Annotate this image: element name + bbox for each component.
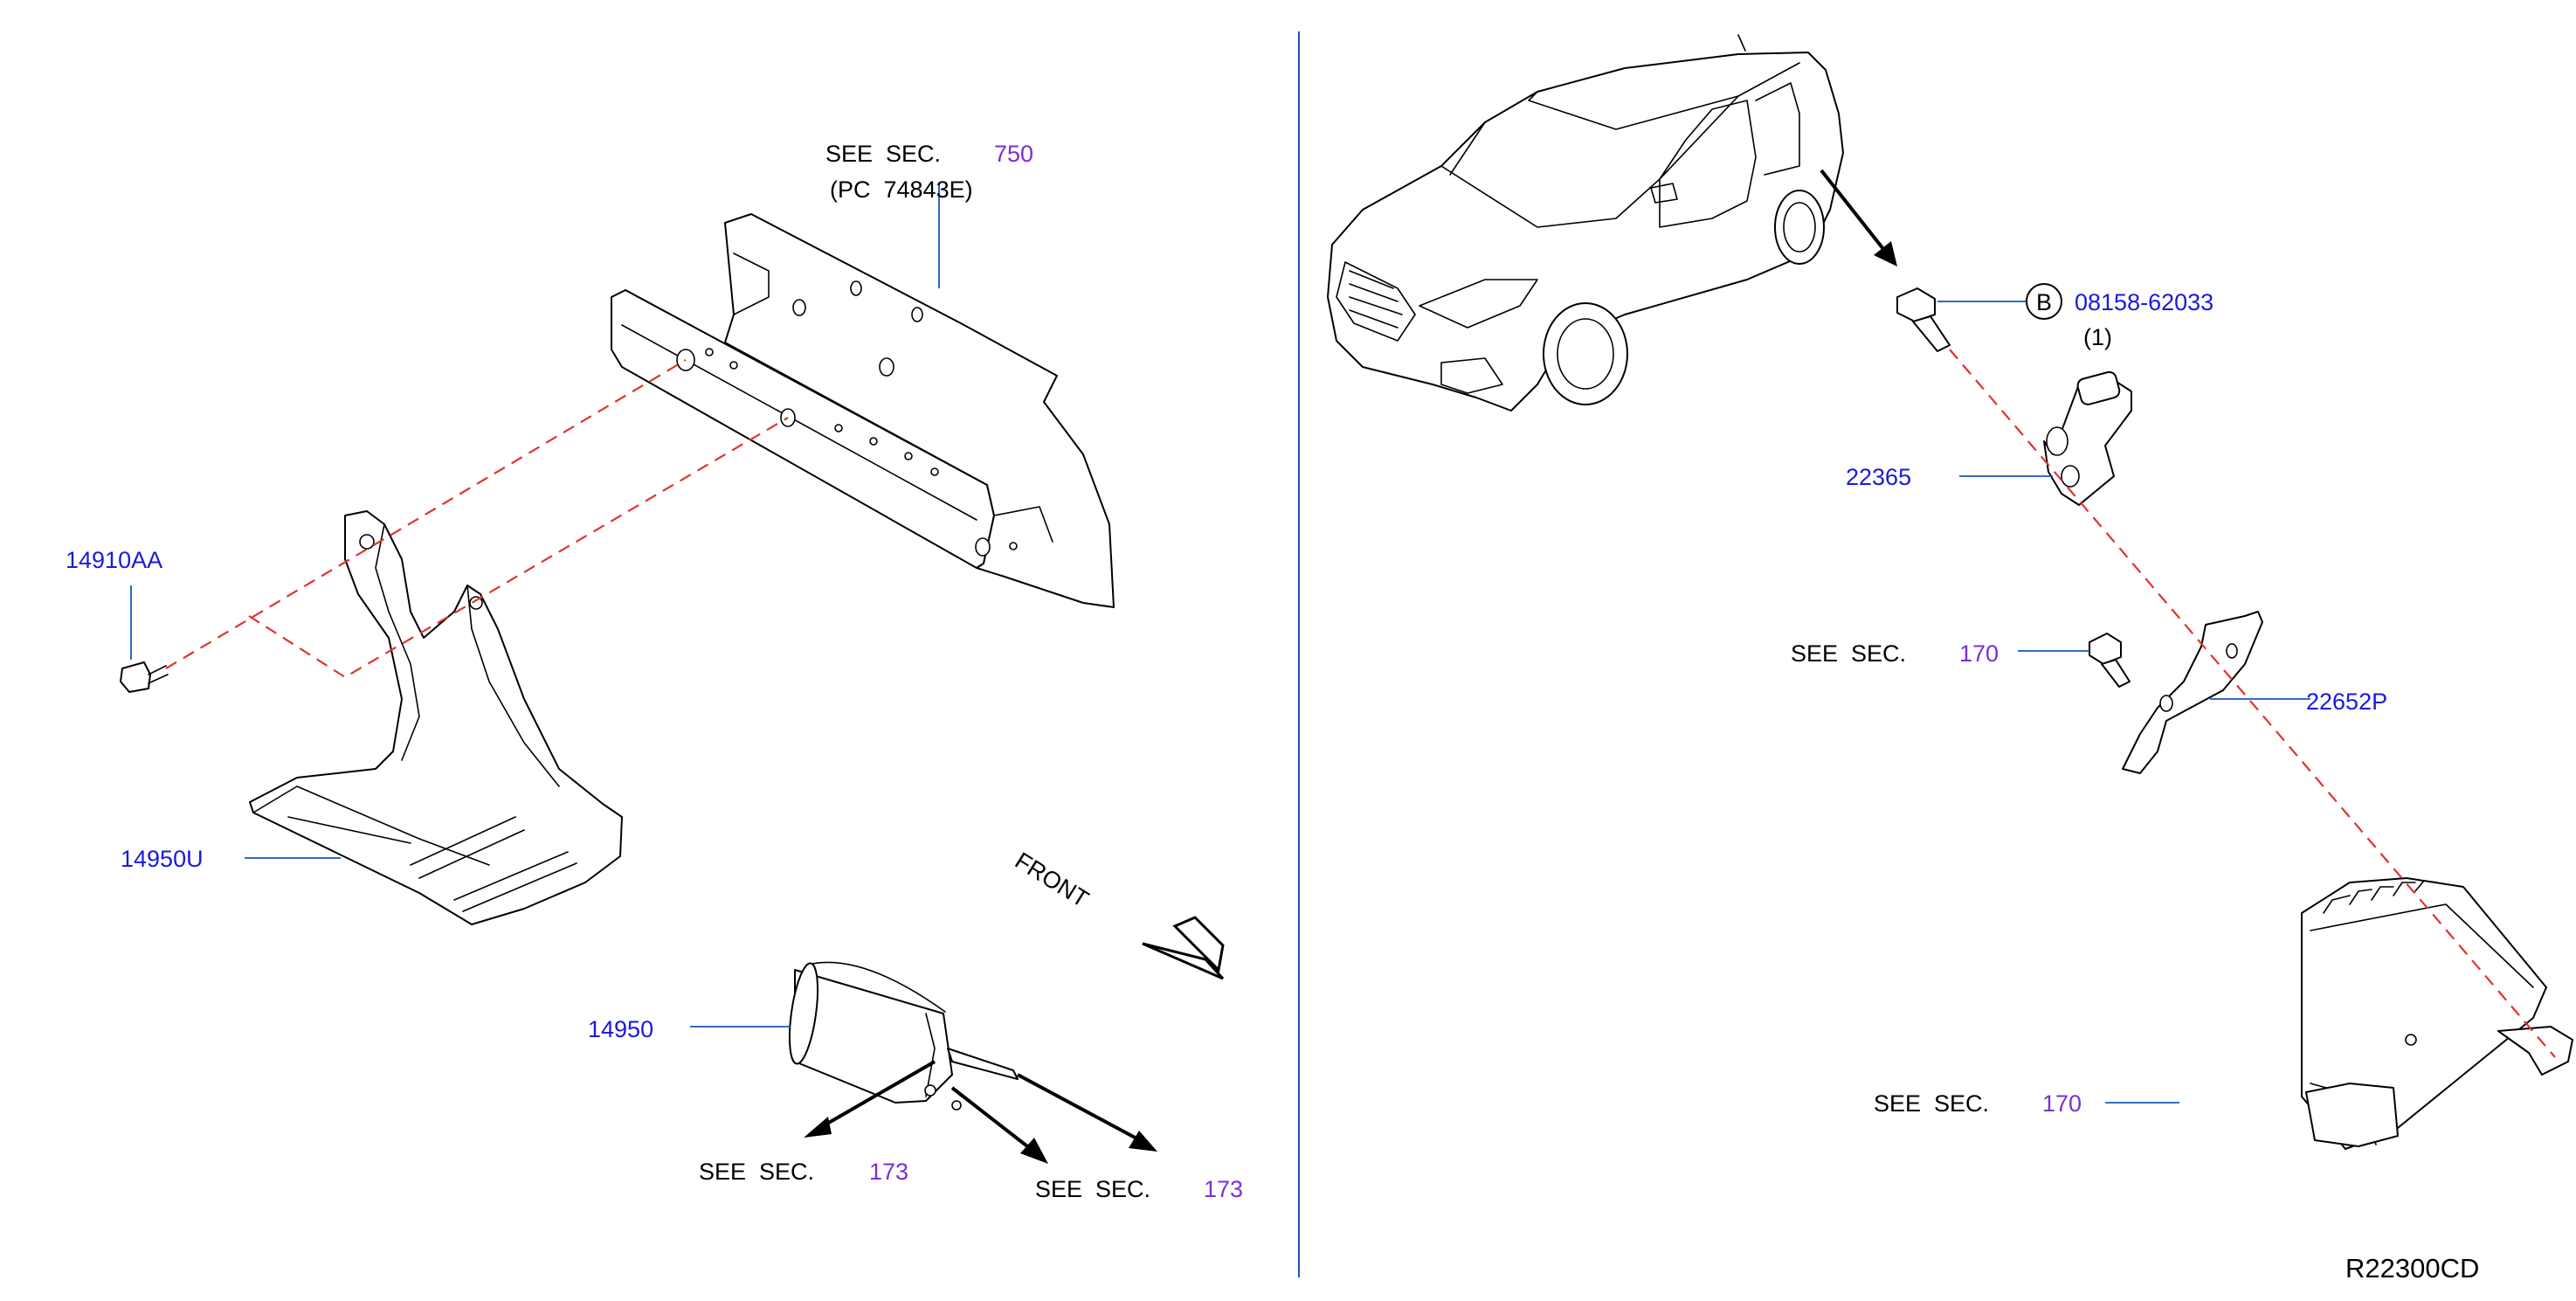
sec-170b-number: 170	[2042, 1090, 2082, 1117]
bolt-08158-62033-illustration	[1896, 287, 1951, 352]
part-14910AA-label: 14910AA	[66, 547, 162, 573]
part-14950U-label: 14950U	[121, 846, 204, 872]
circle-b-letter: B	[2036, 289, 2052, 315]
part-08158-62033-label: 08158-62033	[2075, 289, 2213, 315]
pc-reference: (PC 74843E)	[830, 176, 973, 203]
bracket-22652P-illustration	[2122, 611, 2263, 774]
install-line-upper	[165, 359, 687, 669]
sec-750-number: 750	[994, 141, 1033, 167]
vehicle-arrow-head	[1874, 241, 1897, 266]
evap-canister-illustration	[788, 961, 1019, 1111]
frame-member-illustration	[611, 213, 1115, 608]
see-sec-170b-text: SEE SEC.	[1874, 1090, 1989, 1117]
control-unit-illustration	[2301, 877, 2573, 1150]
diagram-id: R22300CD	[2345, 1253, 2479, 1284]
hose-arrows	[804, 1060, 1157, 1164]
quantity-label: (1)	[2083, 324, 2112, 350]
install-line-right	[1949, 349, 2556, 1058]
bolt-sec170-illustration	[2089, 633, 2131, 688]
see-sec-173a-text: SEE SEC.	[699, 1159, 814, 1185]
see-sec-170a-text: SEE SEC.	[1791, 640, 1906, 667]
bolt-14910AA-illustration	[120, 661, 169, 693]
part-22652P-label: 22652P	[2306, 689, 2387, 715]
vehicle-illustration	[1327, 34, 1844, 412]
part-14950-label: 14950	[588, 1016, 653, 1042]
see-sec-173b-text: SEE SEC.	[1035, 1176, 1150, 1202]
front-label: FRONT	[1011, 848, 1094, 913]
circle-b-marker	[2026, 283, 2062, 320]
sec-173a-number: 173	[869, 1159, 908, 1185]
sec-170a-number: 170	[1959, 640, 1999, 667]
vehicle-arrow	[1820, 169, 1889, 255]
install-line-lower	[248, 417, 789, 679]
part-22365-label: 22365	[1846, 464, 1911, 490]
see-sec-750-text: SEE SEC.	[825, 141, 941, 167]
canister-shield-illustration	[249, 510, 623, 925]
sensor-22365-illustration	[2043, 370, 2132, 506]
sec-173b-number: 173	[1204, 1176, 1243, 1202]
front-direction-indicator: FRONT	[1011, 848, 1225, 980]
